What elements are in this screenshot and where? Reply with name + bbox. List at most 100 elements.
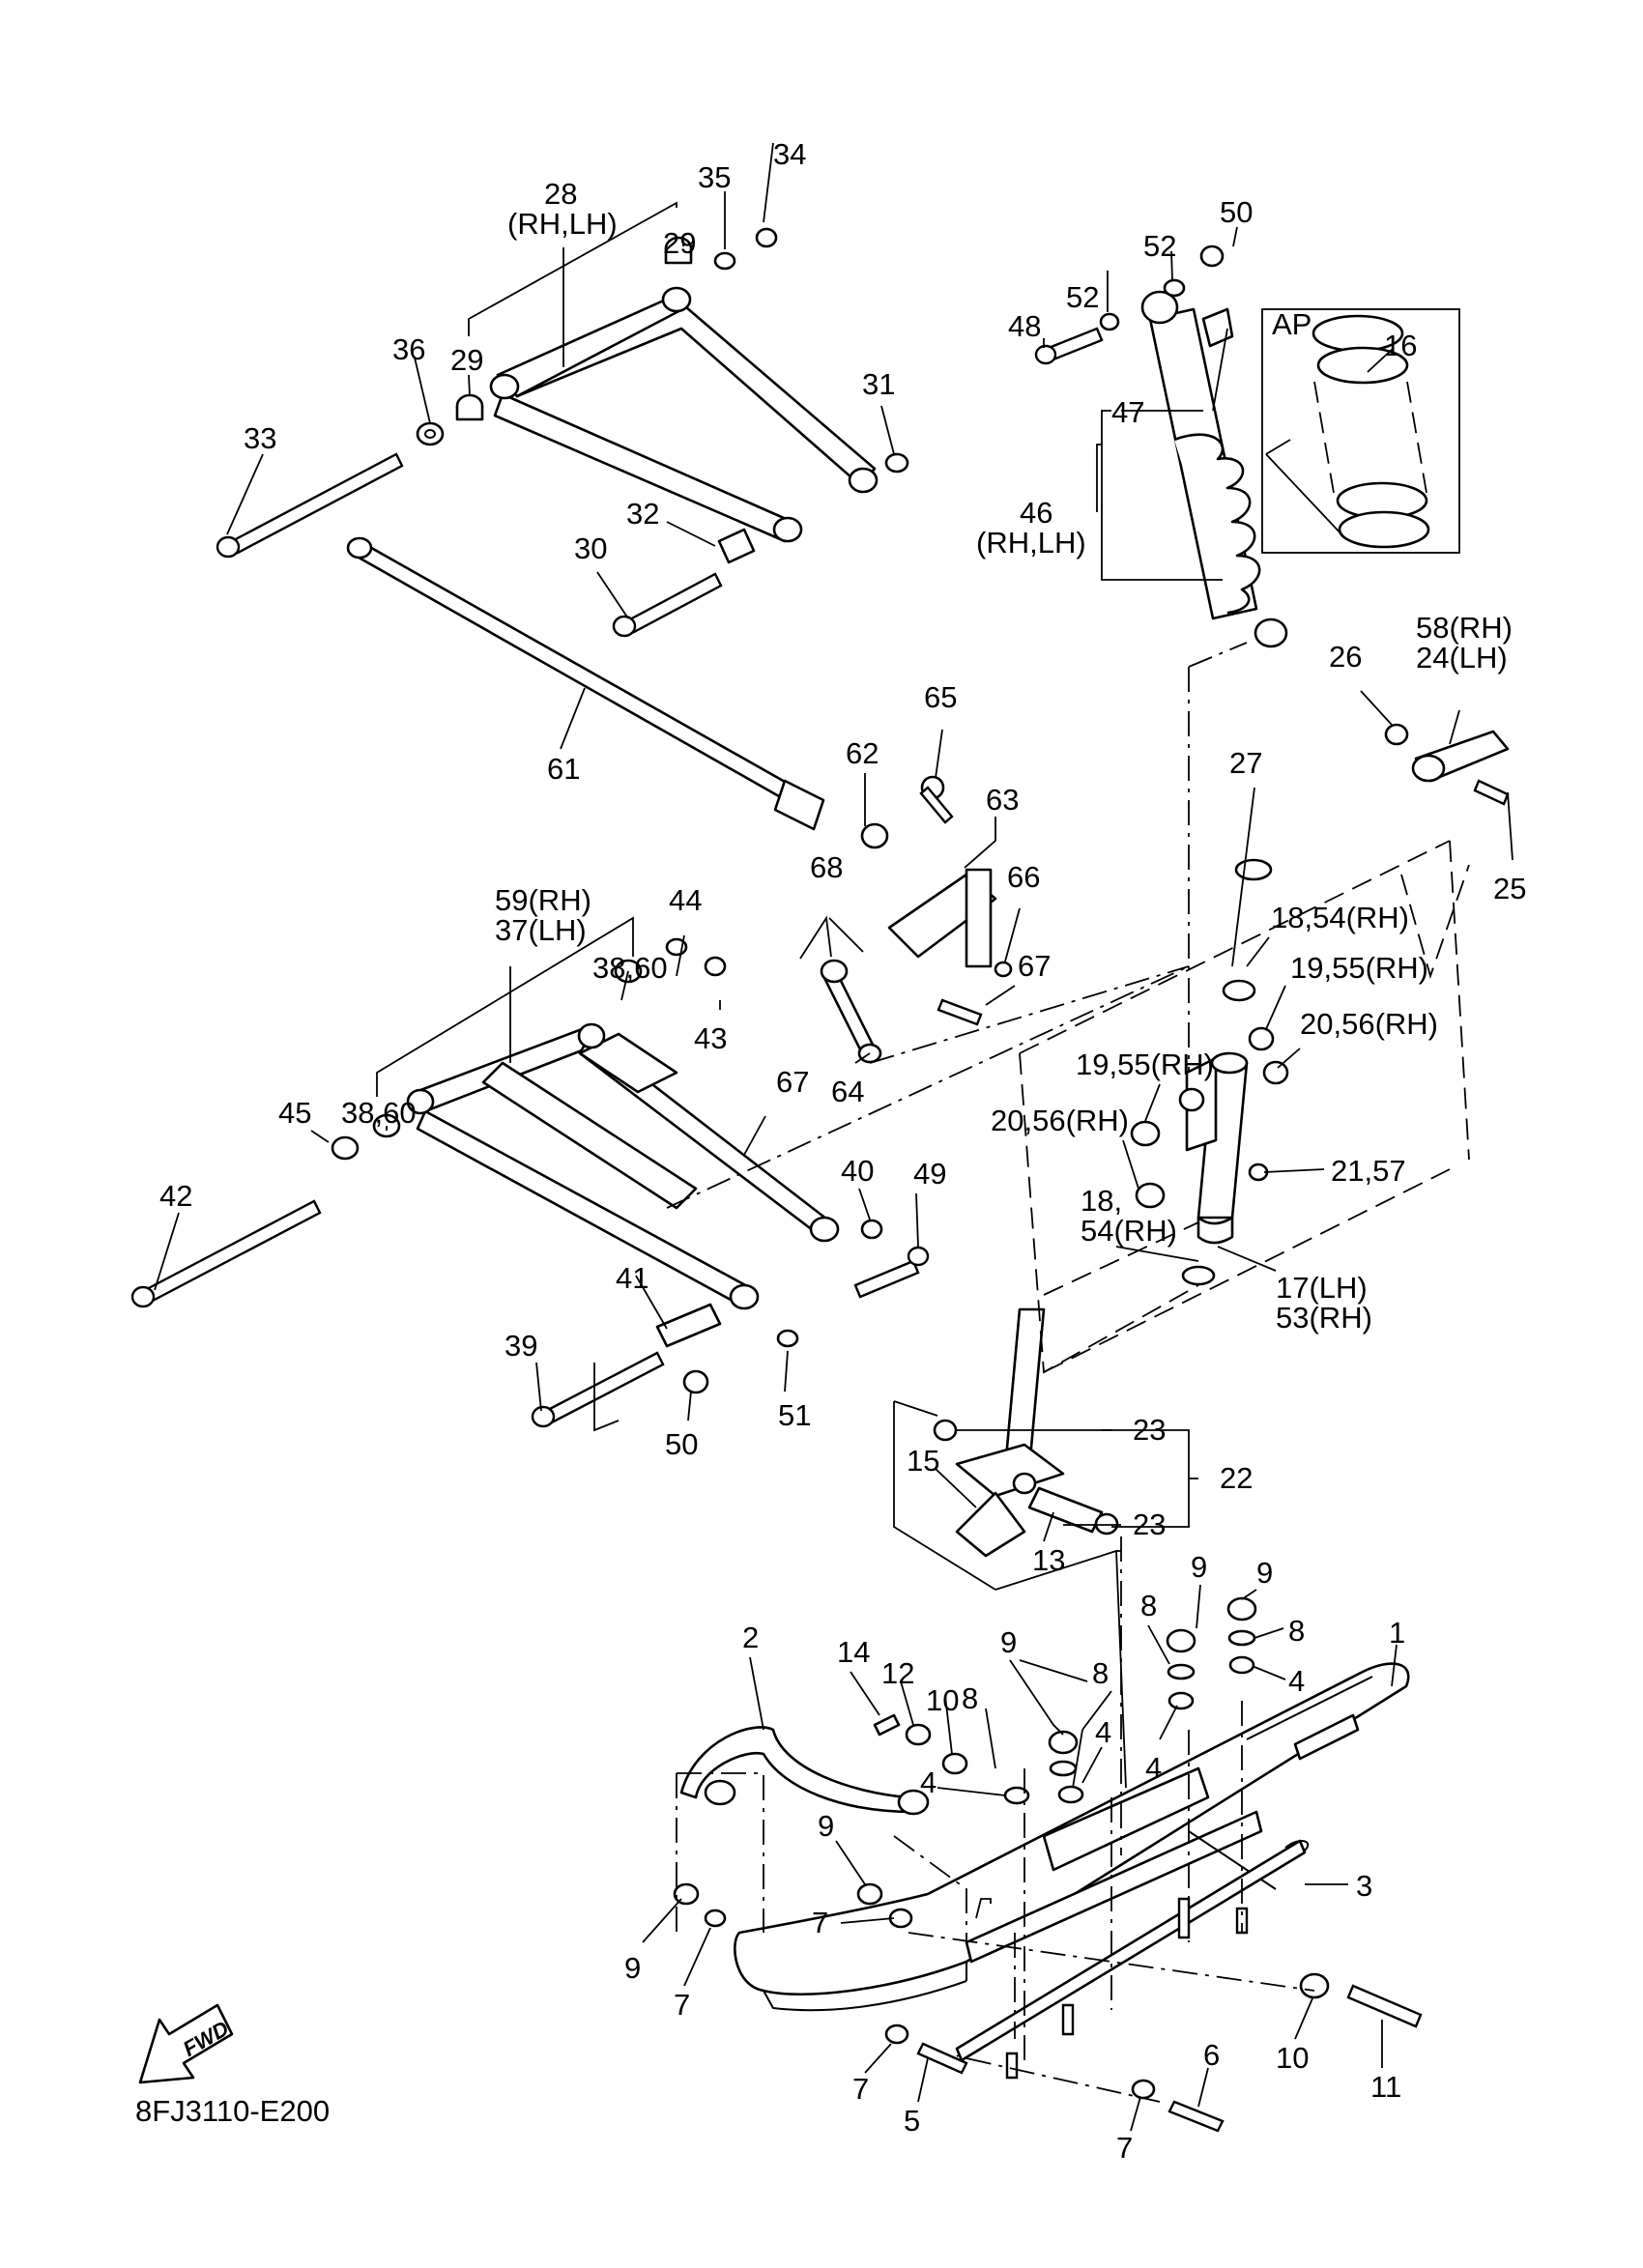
- callout: 67: [1018, 949, 1051, 983]
- steering-arm-58: [1384, 723, 1510, 806]
- callout: 19,55(RH): [1076, 1048, 1214, 1081]
- callout: 7: [1116, 2131, 1133, 2165]
- steering-column: [933, 1307, 1119, 1558]
- callout: 42: [159, 1179, 192, 1213]
- callout: 35: [698, 160, 731, 194]
- fwd-arrow-icon: FWD: [138, 2003, 234, 2084]
- callout: 52: [1143, 229, 1176, 263]
- callout-labels: 34 35 28 (RH,LH) 29 36 29 31 33 32 30 61…: [159, 137, 1526, 2165]
- callout: 8: [1288, 1614, 1305, 1648]
- callout: 15: [907, 1444, 939, 1478]
- callout: 31: [862, 367, 895, 401]
- callout: 13: [1032, 1543, 1065, 1577]
- callout: 51: [778, 1398, 811, 1432]
- callout: 43: [694, 1021, 727, 1055]
- callout: 7: [852, 2072, 869, 2106]
- spindle-17: [1130, 858, 1289, 1286]
- callout: 11: [1370, 2070, 1401, 2104]
- callout: 14: [837, 1635, 870, 1669]
- callout: 9: [1000, 1625, 1017, 1659]
- callout: 58(RH): [1416, 611, 1513, 645]
- callout: 1: [1389, 1616, 1405, 1650]
- callout: 29: [450, 343, 483, 377]
- callout: 67: [776, 1065, 809, 1099]
- callout: 29: [663, 226, 696, 260]
- callout: 38,60: [341, 1096, 417, 1130]
- catalog-code: 8FJ3110-E200: [135, 2094, 330, 2128]
- callout: 9: [818, 1809, 834, 1843]
- callout: 40: [841, 1154, 874, 1188]
- inset-ap-box: [1261, 308, 1460, 554]
- callout: 17(LH): [1276, 1271, 1368, 1305]
- callout: 10: [1276, 2041, 1309, 2075]
- callout: 4: [920, 1766, 937, 1799]
- callout: 7: [674, 1988, 690, 2022]
- callout: 64: [831, 1075, 864, 1108]
- callout: 16: [1384, 329, 1417, 362]
- callout: 61: [547, 752, 580, 786]
- callout: 25: [1493, 872, 1526, 905]
- bolt-49: [853, 1246, 930, 1299]
- steering-shaft-61: [346, 536, 825, 831]
- callout: 8: [962, 1681, 978, 1715]
- callout: 5: [904, 2104, 920, 2138]
- ski-handle-2: [679, 1726, 930, 1816]
- tie-rod-64: [820, 775, 1013, 1064]
- callout: 30: [574, 531, 607, 565]
- callout: 26: [1329, 640, 1362, 674]
- callout: 37(LH): [495, 913, 587, 947]
- callout: 6: [1203, 2038, 1220, 2072]
- callout: 4: [1288, 1664, 1305, 1698]
- leader-lines: [154, 142, 1513, 2132]
- callout: 8: [1092, 1656, 1109, 1690]
- callout: 9: [1256, 1556, 1273, 1590]
- callout: 19,55(RH): [1290, 951, 1428, 985]
- upper-a-arm: [489, 286, 879, 543]
- ski-hardware: [673, 1596, 1423, 2133]
- callout: 9: [1191, 1550, 1207, 1584]
- callout: 62: [846, 736, 879, 770]
- callout: 66: [1007, 860, 1040, 894]
- bolt-42: [130, 1199, 322, 1308]
- callout: 63: [986, 783, 1019, 817]
- callout: 52: [1066, 280, 1099, 314]
- callout: 10: [926, 1683, 959, 1717]
- callout: 34: [773, 137, 806, 171]
- callout: 44: [669, 883, 702, 917]
- bolt-33: [216, 452, 404, 559]
- bolt-39: [531, 1351, 665, 1428]
- callout: 18,: [1081, 1184, 1122, 1218]
- callout: 48: [1008, 309, 1041, 343]
- callout: 39: [504, 1329, 537, 1363]
- callout: 36: [392, 332, 425, 366]
- bolt-30: [612, 572, 723, 638]
- callout: 4: [1095, 1715, 1111, 1749]
- lower-a-arm: [406, 1022, 840, 1310]
- callout: 4: [1145, 1751, 1162, 1785]
- callout: 21,57: [1331, 1154, 1406, 1188]
- callout: 27: [1229, 746, 1262, 780]
- callout: 47: [1111, 395, 1144, 429]
- callout: 45: [278, 1096, 311, 1130]
- shock-bolt-48: [1034, 244, 1225, 365]
- callout: 2: [742, 1621, 759, 1654]
- inset-label: AP: [1272, 307, 1312, 341]
- callout: 49: [913, 1157, 946, 1191]
- callout: 38,60: [592, 951, 668, 985]
- callout: 12: [881, 1656, 914, 1690]
- callout: 50: [1220, 195, 1253, 229]
- callout: 22: [1220, 1461, 1253, 1495]
- callout: 8: [1140, 1589, 1157, 1622]
- callout: 23: [1133, 1507, 1166, 1541]
- callout: 23: [1133, 1413, 1166, 1447]
- callout: 20,56(RH): [1300, 1007, 1438, 1041]
- callout: 41: [616, 1261, 649, 1295]
- callout: 68: [810, 850, 843, 884]
- callout: 65: [924, 680, 957, 714]
- callout: 54(RH): [1081, 1214, 1177, 1248]
- callout: 20,56(RH): [991, 1104, 1129, 1137]
- callout: 59(RH): [495, 883, 591, 917]
- callout: 28: [544, 177, 577, 211]
- bushings-upper: [416, 227, 909, 564]
